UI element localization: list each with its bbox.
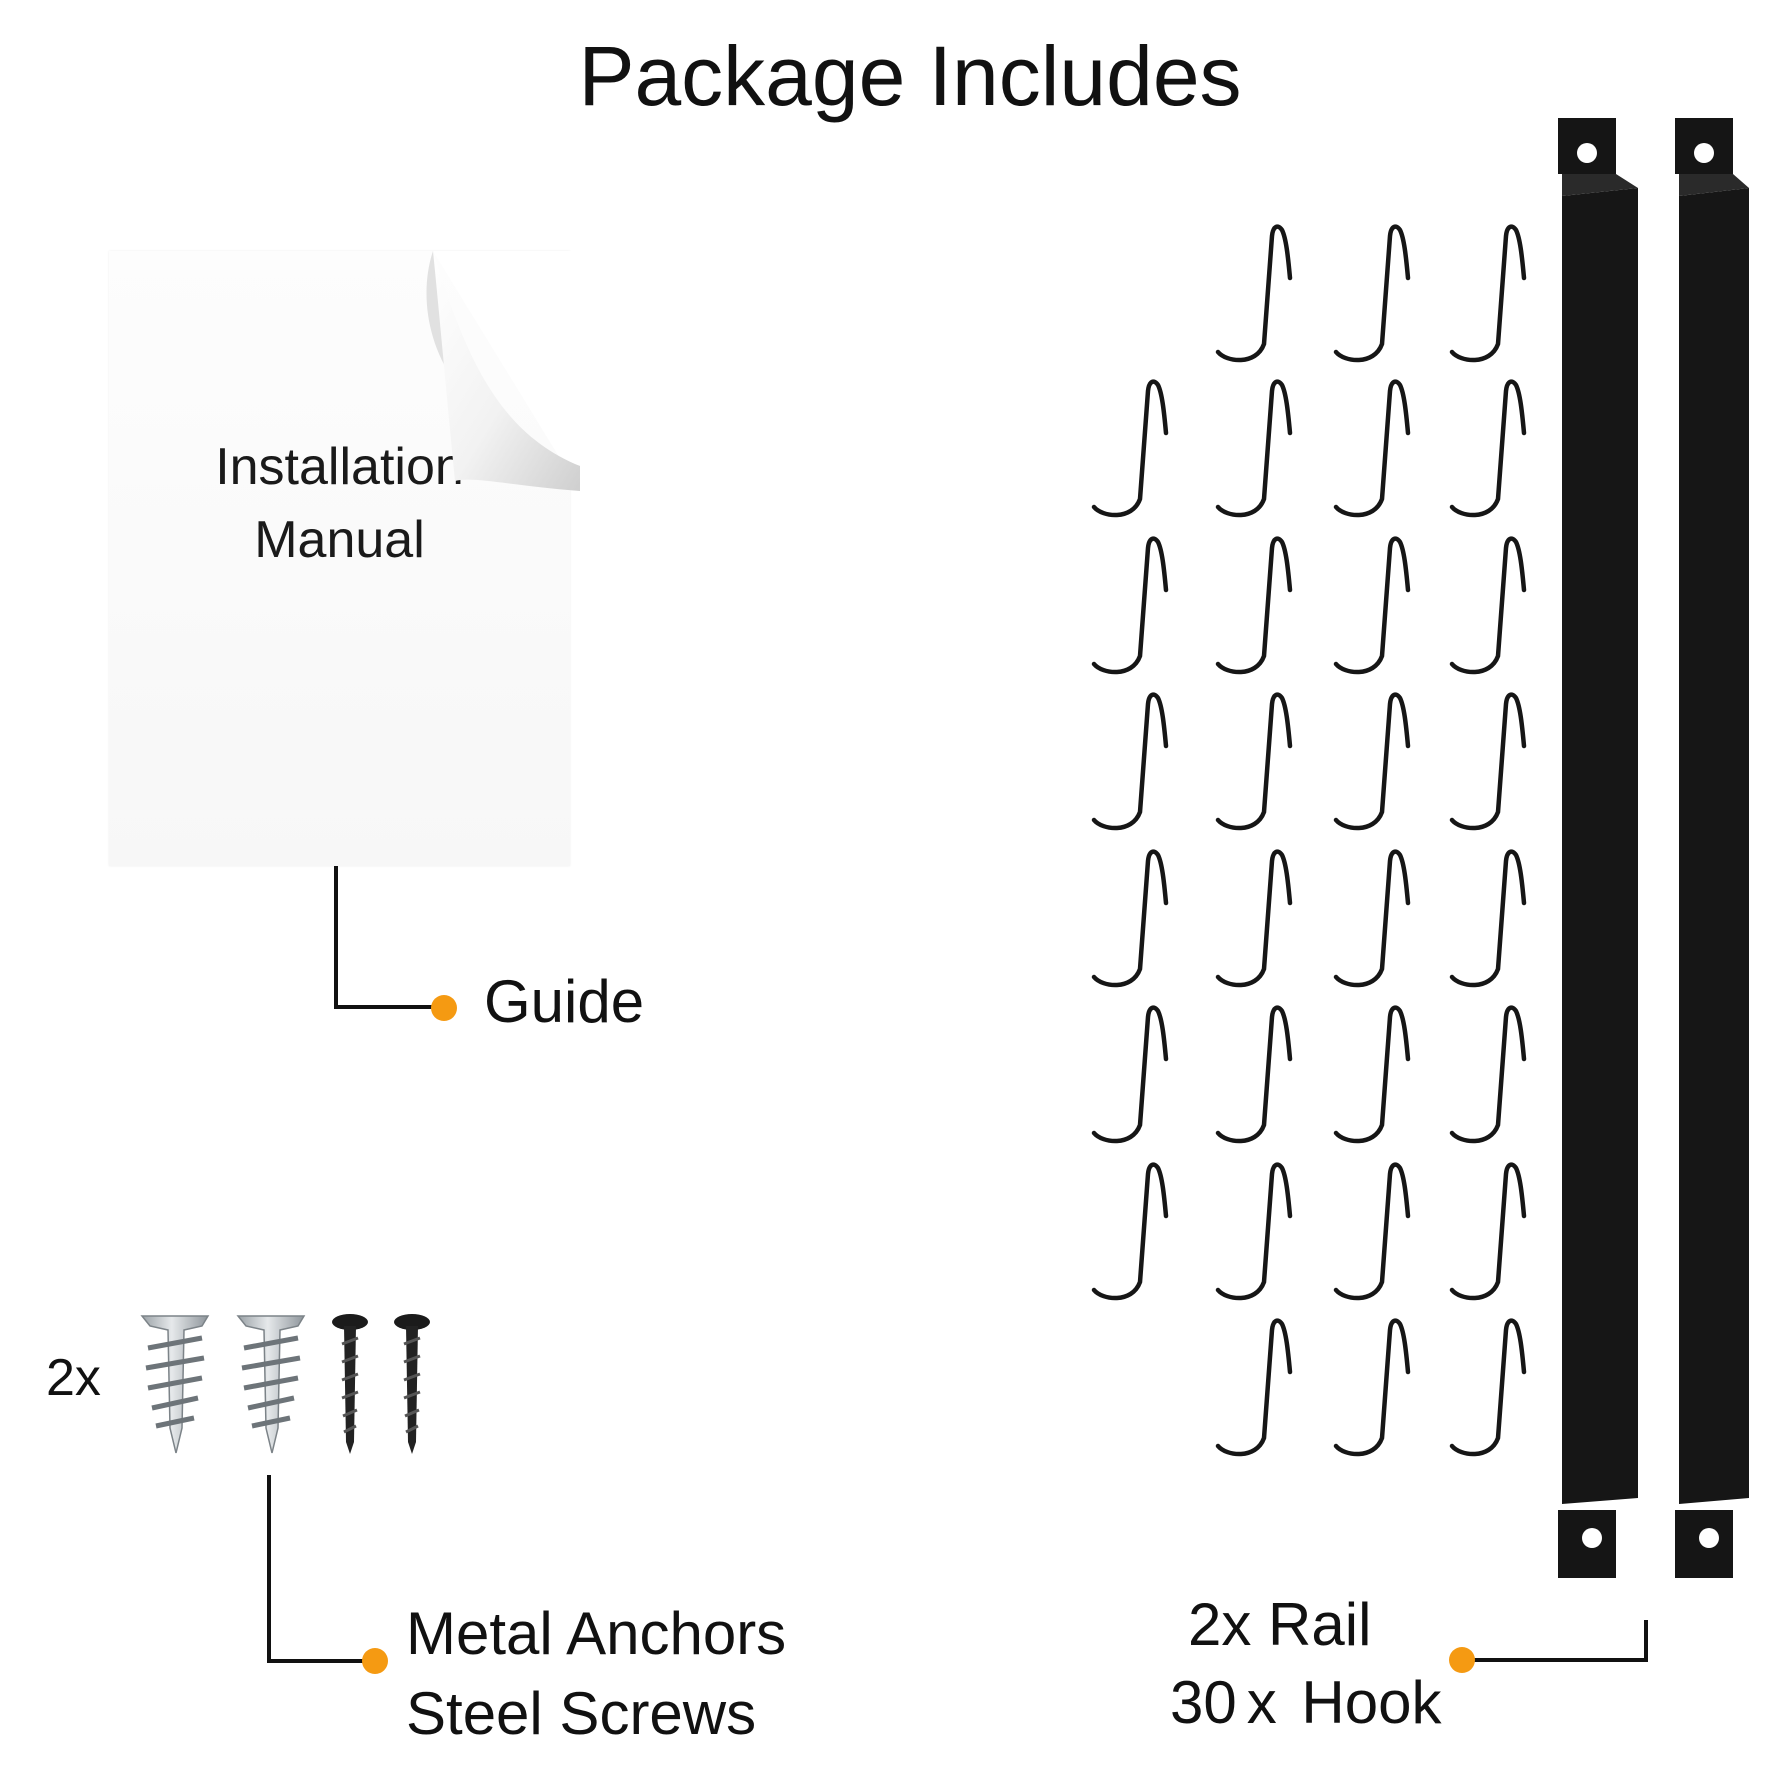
hardware-leader-line xyxy=(267,1475,271,1663)
hook-icon xyxy=(1091,1005,1169,1144)
page-curl-icon xyxy=(426,251,580,491)
rail-icon xyxy=(1675,118,1749,1578)
hook-icon xyxy=(1333,1162,1411,1301)
guide-leader-line xyxy=(334,1005,434,1009)
hook-text: Hook xyxy=(1301,1669,1442,1736)
guide-label: Guide xyxy=(484,968,645,1035)
hook-icon xyxy=(1449,536,1527,675)
hook-icon xyxy=(1449,849,1527,988)
rail-leader-line xyxy=(1644,1620,1648,1662)
rail-dot xyxy=(1449,1647,1475,1673)
hook-icon xyxy=(1449,692,1527,831)
guide-dot xyxy=(431,995,457,1021)
hook-qty: 30 xyxy=(1170,1669,1237,1736)
hook-icon xyxy=(1091,379,1169,518)
hardware-dot xyxy=(362,1648,388,1674)
hook-icon xyxy=(1449,379,1527,518)
guide-leader-line xyxy=(334,866,338,1009)
hook-icon xyxy=(1215,379,1293,518)
hook-icon xyxy=(1091,692,1169,831)
hook-icon xyxy=(1449,1005,1527,1144)
hook-icon xyxy=(1333,1005,1411,1144)
hook-icon xyxy=(1333,1318,1411,1457)
hardware-label: Metal Anchors Steel Screws xyxy=(406,1594,786,1754)
hook-icon xyxy=(1333,224,1411,363)
hook-icon xyxy=(1215,849,1293,988)
hook-icon xyxy=(1091,1162,1169,1301)
hook-icon xyxy=(1215,692,1293,831)
hook-icon xyxy=(1333,379,1411,518)
hardware-icons xyxy=(140,1314,430,1454)
metal-anchor-icon xyxy=(236,1315,306,1454)
hook-icon xyxy=(1215,1318,1293,1457)
hardware-leader-line xyxy=(267,1659,375,1663)
steel-screw-icon xyxy=(394,1314,430,1454)
hook-icon xyxy=(1215,1162,1293,1301)
hook-icon xyxy=(1449,224,1527,363)
steel-screws-label: Steel Screws xyxy=(406,1680,757,1747)
installation-manual: Installation Manual xyxy=(109,251,580,866)
manual-title-line1: Installation xyxy=(215,438,464,496)
rail-icon xyxy=(1558,118,1638,1578)
hook-icon xyxy=(1333,849,1411,988)
rail-leader-line xyxy=(1463,1658,1648,1662)
hook-icon xyxy=(1091,536,1169,675)
steel-screw-icon xyxy=(332,1314,368,1454)
page-title: Package Includes xyxy=(578,29,1242,123)
manual-title: Installation Manual xyxy=(109,431,570,577)
hook-icon xyxy=(1091,849,1169,988)
hook-icon xyxy=(1449,1162,1527,1301)
metal-anchors-label: Metal Anchors xyxy=(406,1600,787,1667)
hook-icon xyxy=(1333,692,1411,831)
rails-group xyxy=(1558,118,1749,1578)
manual-title-line2: Manual xyxy=(254,511,425,569)
hook-icon xyxy=(1333,536,1411,675)
hook-icon xyxy=(1215,224,1293,363)
hook-icon xyxy=(1215,536,1293,675)
rail-text: Rail xyxy=(1268,1591,1372,1658)
hardware-qty: 2x xyxy=(46,1349,101,1407)
metal-anchor-icon xyxy=(140,1315,210,1454)
rail-label: 2x Rail xyxy=(1188,1590,1371,1659)
rail-qty: 2x xyxy=(1188,1591,1252,1658)
hook-x: x xyxy=(1246,1669,1277,1736)
hook-icon xyxy=(1215,1005,1293,1144)
hook-icon xyxy=(1449,1318,1527,1457)
